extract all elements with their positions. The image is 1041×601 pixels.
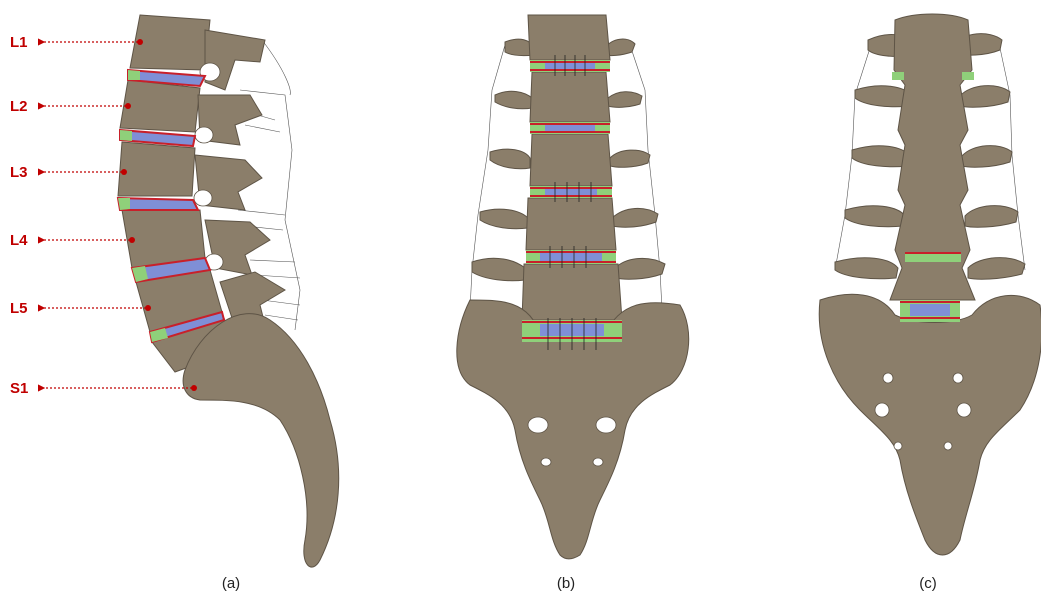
caption-a: (a) bbox=[222, 575, 240, 592]
panel-a-lateral-spine bbox=[44, 15, 339, 567]
label-l2: L2 bbox=[10, 98, 28, 115]
label-s1: S1 bbox=[10, 380, 28, 397]
label-l4: L4 bbox=[10, 232, 28, 249]
panel-c-posterior-spine bbox=[819, 14, 1041, 555]
caption-b: (b) bbox=[557, 575, 575, 592]
panel-b-anterior-spine bbox=[457, 15, 689, 559]
label-l3: L3 bbox=[10, 164, 28, 181]
label-l5: L5 bbox=[10, 300, 28, 317]
label-l1: L1 bbox=[10, 34, 28, 51]
caption-c: (c) bbox=[919, 575, 937, 592]
